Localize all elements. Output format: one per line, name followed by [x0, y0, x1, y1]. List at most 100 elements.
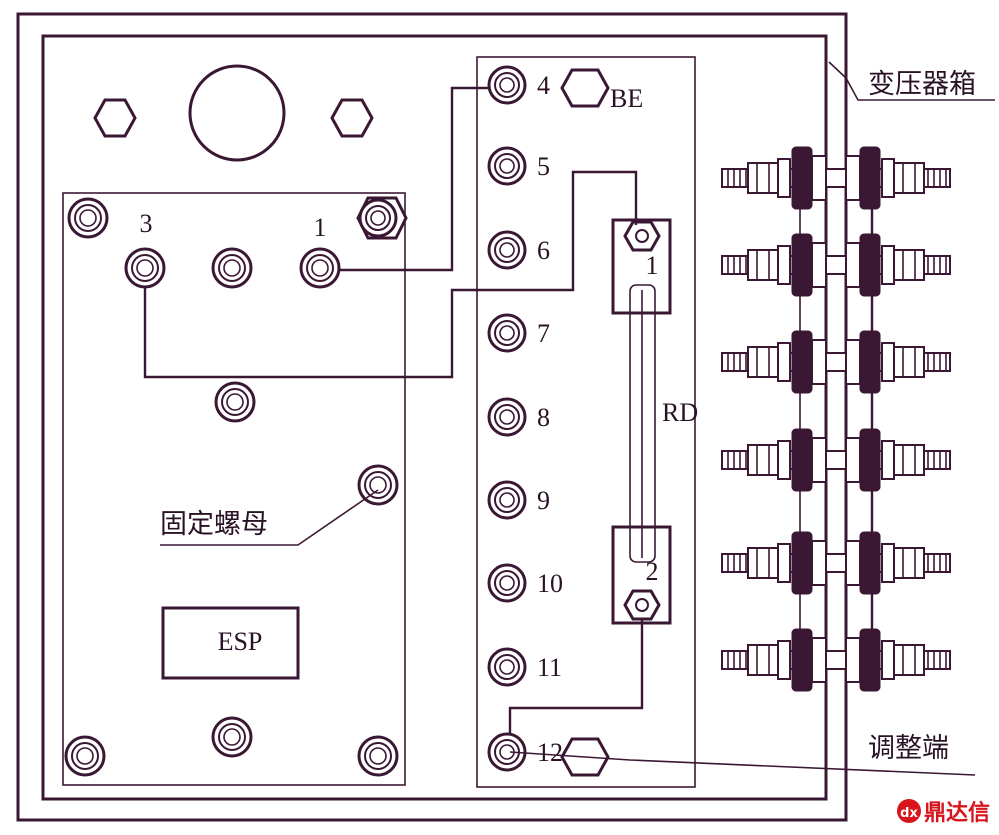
bushing-collar: [811, 637, 827, 683]
adjust-end-label: 调整端: [868, 733, 949, 764]
bushing-washer: [881, 158, 895, 198]
wire-rd2-to-be12: [508, 620, 644, 735]
transformer-box-leader: [828, 61, 995, 101]
bushing-assembly: [721, 330, 951, 429]
be-terminal-10-ring: [487, 563, 527, 603]
bushing-collar: [845, 155, 861, 201]
bushing-collar: [811, 437, 827, 483]
be-terminal-11-ring: [487, 647, 527, 687]
fixing-nut-leader: [160, 489, 379, 546]
bushing-collar: [845, 437, 861, 483]
transformer-box-label: 变压器箱: [868, 69, 976, 100]
rd-terminal-1-label: 1: [646, 251, 659, 280]
bushing-collar: [845, 339, 861, 385]
be-hex-nut-top: [560, 68, 610, 108]
bushing-nut: [747, 249, 779, 281]
bushing-flange: [791, 330, 813, 394]
bushing-flange: [791, 233, 813, 297]
bushing-flange: [859, 628, 881, 692]
rd-lower-nut: [623, 589, 661, 621]
inner-frame: [41, 34, 828, 801]
bushing-assembly: [721, 146, 951, 234]
external-bushings: [721, 146, 951, 692]
bushing-nut: [747, 346, 779, 378]
bushing-nut: [747, 547, 779, 579]
bushing-assembly: [721, 233, 951, 331]
be-terminal-8-label: 8: [537, 403, 550, 432]
bushing-flange: [791, 146, 813, 210]
bushing-flange: [859, 330, 881, 394]
round-bushing: [188, 64, 286, 162]
bushing-collar: [811, 155, 827, 201]
bushing-nut: [747, 162, 779, 194]
be-terminal-7-label: 7: [537, 319, 550, 348]
bushing-washer: [777, 245, 791, 285]
bushing-nut: [747, 644, 779, 676]
be-terminal-11-label: 11: [537, 653, 562, 682]
esp-plate: [62, 192, 406, 786]
bushing-washer: [881, 342, 895, 382]
bushing-collar: [845, 540, 861, 586]
bushing-collar: [811, 242, 827, 288]
be-board: [476, 56, 696, 788]
rd-resistor: [611, 218, 672, 625]
esp-terminal-3-label: 3: [140, 209, 153, 238]
bushing-collar: [811, 339, 827, 385]
hex-nut-top-middle: [330, 98, 374, 138]
fixing-nut-ring: [357, 464, 399, 506]
bushing-nut: [893, 162, 925, 194]
bushing-collar: [811, 540, 827, 586]
wire-esp3-to-rd1: [143, 170, 638, 379]
bushing-assembly: [721, 531, 951, 629]
be-terminal-4-label: 4: [537, 71, 550, 100]
fixing-nut-label: 固定螺母: [160, 509, 268, 540]
bushing-nut: [893, 547, 925, 579]
esp-box: [161, 606, 300, 680]
bushing-washer: [881, 640, 895, 680]
esp-label: ESP: [218, 627, 263, 656]
be-terminal-9-ring: [487, 480, 527, 520]
be-terminal-9-label: 9: [537, 486, 550, 515]
hex-nut-top-left: [93, 98, 137, 138]
bushing-collar: [845, 242, 861, 288]
be-terminal-5-label: 5: [537, 152, 550, 181]
bushing-collar: [845, 637, 861, 683]
watermark-logo: dx 鼎达信: [897, 799, 990, 826]
bushing-assembly: [721, 628, 951, 692]
bushing-washer: [777, 440, 791, 480]
bushing-nut: [747, 444, 779, 476]
watermark-text: 鼎达信: [924, 800, 990, 826]
be-terminal-8-ring: [487, 397, 527, 437]
transformer-box: [16, 12, 848, 822]
be-terminal-5-ring: [487, 146, 527, 186]
bushing-washer: [881, 543, 895, 583]
bushing-flange: [859, 146, 881, 210]
bushing-nut: [893, 249, 925, 281]
esp-ring-corner-bottom-left: [64, 735, 106, 777]
bushing-nut: [893, 644, 925, 676]
bushing-washer: [777, 543, 791, 583]
bushing-assembly: [721, 428, 951, 532]
bushing-nut: [893, 346, 925, 378]
bushing-flange: [791, 531, 813, 595]
svg-text:dx: dx: [900, 806, 918, 821]
bushing-washer: [777, 342, 791, 382]
esp-ring-corner-top-left: [67, 197, 109, 239]
esp-terminal-1-ring: [299, 247, 341, 289]
esp-ring-corner-bottom-right: [357, 735, 399, 777]
rd-rod: [629, 284, 656, 563]
rd-terminal-2-label: 2: [646, 557, 659, 586]
be-terminal-12-label: 12: [537, 738, 563, 767]
rd-label: RD: [662, 398, 698, 427]
bushing-washer: [881, 245, 895, 285]
bushing-flange: [791, 428, 813, 492]
bushing-washer: [777, 158, 791, 198]
adjust-end-leader: [509, 751, 976, 776]
esp-terminal-3-ring: [124, 247, 166, 289]
be-terminal-4-ring: [487, 65, 527, 105]
be-label: BE: [610, 84, 643, 113]
be-terminal-6-label: 6: [537, 236, 550, 265]
wire-esp1-to-be4: [338, 86, 490, 272]
esp-ring-bottom-middle: [211, 716, 253, 758]
